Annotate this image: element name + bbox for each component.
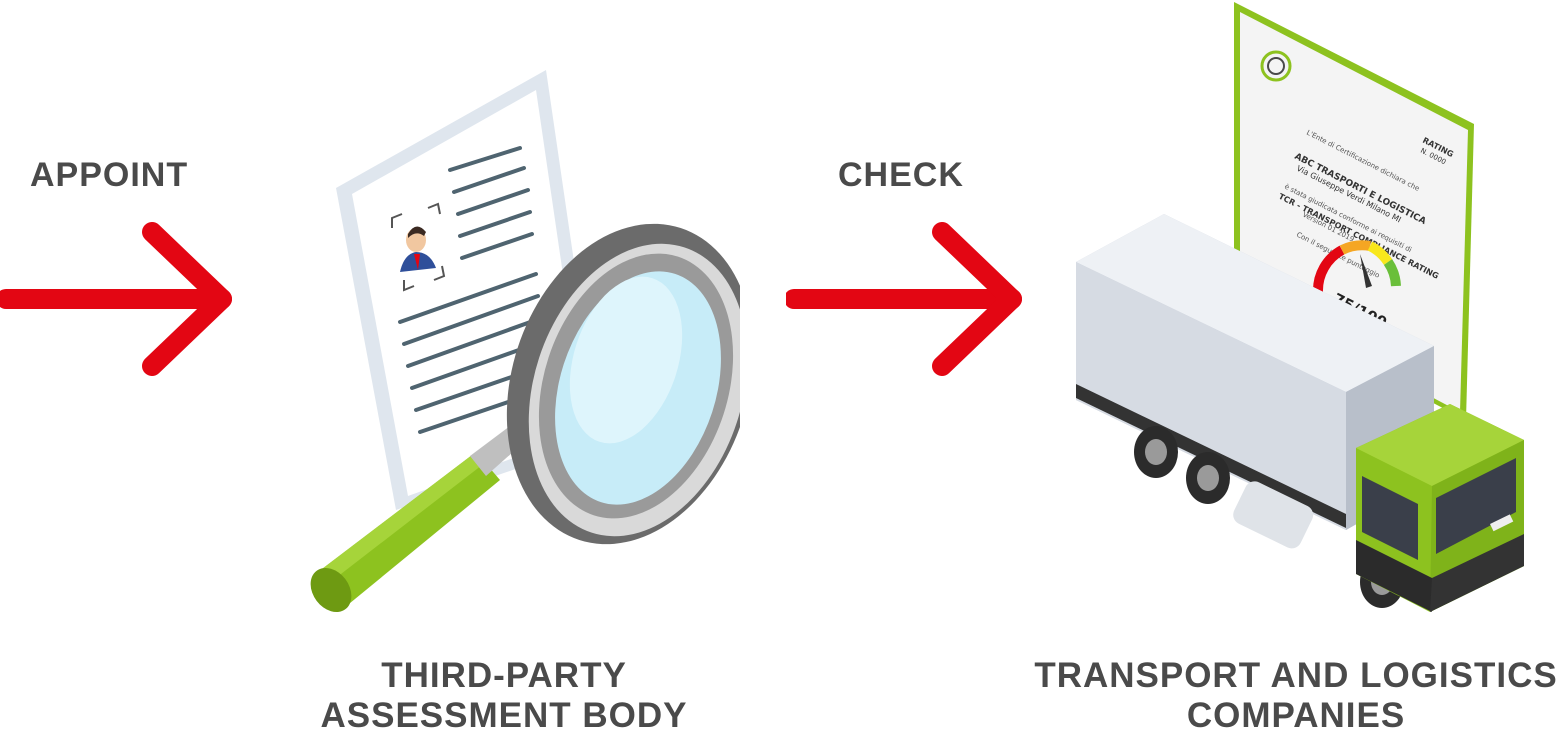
actor-caption-line: ASSESSMENT BODY — [320, 696, 688, 735]
actor-caption-transport-companies: TRANSPORT AND LOGISTICS COMPANIES — [1030, 656, 1562, 736]
truck-icon — [1076, 214, 1524, 612]
actor-caption-line: THIRD-PARTY — [381, 656, 627, 695]
step-label-check: CHECK — [838, 156, 964, 194]
actor-caption-line: TRANSPORT AND LOGISTICS — [1034, 656, 1558, 695]
arrow-right-icon — [786, 222, 1022, 376]
step-label-appoint: APPOINT — [30, 156, 189, 194]
actor-caption-line: COMPANIES — [1186, 696, 1406, 735]
actor-caption-assessment-body: THIRD-PARTY ASSESSMENT BODY — [306, 656, 702, 736]
company-illustration: RATING N. 0000 L'Ente di Certificazione … — [1076, 2, 1524, 612]
gauge-icon — [1312, 240, 1401, 293]
magnifying-glass-icon — [310, 223, 740, 613]
assessment-illustration — [310, 70, 740, 613]
arrow-right-icon — [0, 222, 232, 376]
